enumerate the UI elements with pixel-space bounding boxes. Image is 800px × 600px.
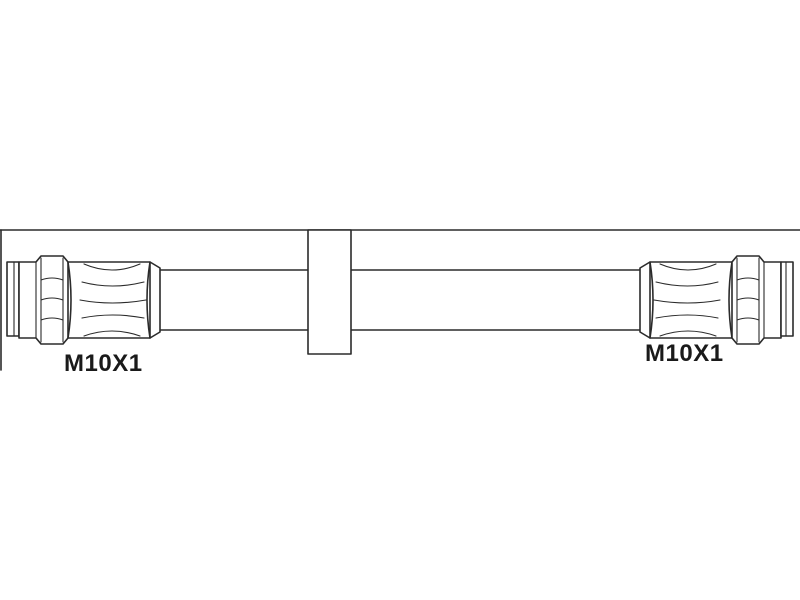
mounting-bracket [307,229,352,355]
left-end-fitting [6,255,161,345]
hose-tube [155,269,647,331]
right-thread-label: M10X1 [645,340,724,367]
drawing-frame [0,229,800,371]
left-thread-label: M10X1 [64,350,143,377]
right-end-fitting [639,255,794,345]
